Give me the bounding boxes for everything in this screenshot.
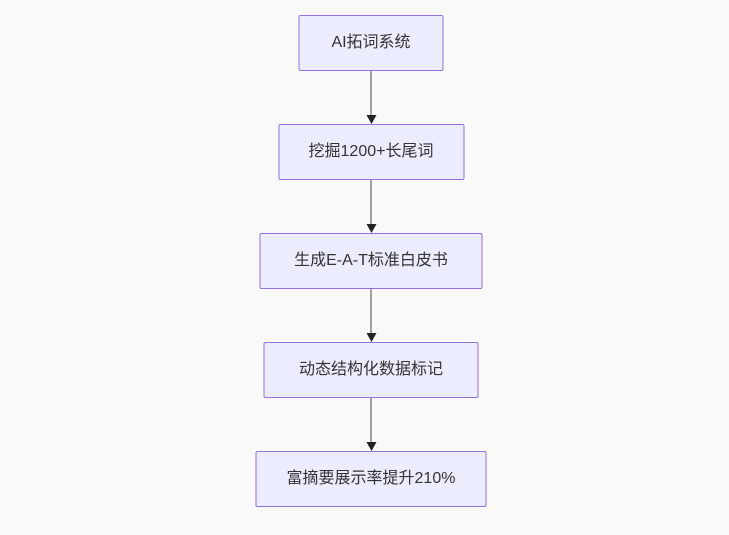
edge-line [370,398,372,442]
node-label: AI拓词系统 [331,34,411,51]
arrow-down-icon [366,224,376,233]
flow-node-rich-snippet-rate-increase: 富摘要展示率提升210% [255,451,487,507]
node-label: 动态结构化数据标记 [298,361,443,378]
edge-d-to-e [366,398,376,451]
arrow-down-icon [366,115,376,124]
edge-a-to-b [366,71,376,124]
flow-node-ai-word-expansion-system: AI拓词系统 [298,15,444,71]
edge-line [370,180,372,224]
arrow-down-icon [366,442,376,451]
edge-line [370,71,372,115]
node-label: 挖掘1200+长尾词 [308,143,434,160]
edge-c-to-d [366,289,376,342]
node-label: 富摘要展示率提升210% [286,470,456,487]
arrow-down-icon [366,333,376,342]
flow-node-longtail-keyword-mining: 挖掘1200+长尾词 [278,124,464,180]
flow-node-dynamic-structured-data-markup: 动态结构化数据标记 [263,342,479,398]
edge-line [370,289,372,333]
edge-b-to-c [366,180,376,233]
flow-node-eat-standard-whitepaper: 生成E-A-T标准白皮书 [259,233,483,289]
node-label: 生成E-A-T标准白皮书 [294,252,448,269]
flowchart: AI拓词系统 挖掘1200+长尾词 生成E-A-T标准白皮书 动态结构化数据标记… [255,15,487,507]
